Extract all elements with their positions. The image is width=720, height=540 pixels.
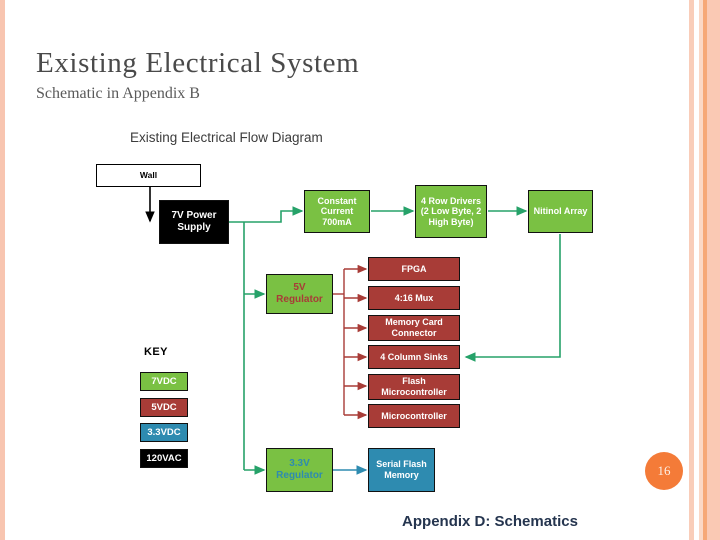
right-edge-stripe-3 [703,0,707,540]
key-title: KEY [144,346,168,358]
node-flash-microcontroller[interactable]: Flash Microcontroller [368,374,460,400]
page-number-badge: 16 [645,452,683,490]
key-item-7vdc: 7VDC [140,372,188,391]
page-subtitle: Schematic in Appendix B [36,84,200,102]
node-serial-flash-memory[interactable]: Serial Flash Memory [368,448,435,492]
node-memory-card-connector[interactable]: Memory Card Connector [368,315,460,341]
node-fpga[interactable]: FPGA [368,257,460,281]
key-item-120vac: 120VAC [140,449,188,468]
node-5v-regulator[interactable]: 5V Regulator [266,274,333,314]
slide-footer: Appendix D: Schematics [402,513,578,530]
key-item-3-3vdc: 3.3VDC [140,423,188,442]
node-4-16-mux[interactable]: 4:16 Mux [368,286,460,310]
electrical-flow-diagram: Existing Electrical Flow Diagram [96,122,616,502]
right-edge-stripe-2 [699,0,703,540]
line-nitinol-to-column-sinks [464,234,561,362]
node-7v-power-supply[interactable]: 7V Power Supply [159,200,229,244]
node-nitinol-array[interactable]: Nitinol Array [528,190,593,233]
line-power-to-constant-current [229,206,304,223]
node-4-column-sinks[interactable]: 4 Column Sinks [368,345,460,369]
diagram-title: Existing Electrical Flow Diagram [130,130,323,145]
node-wall[interactable]: Wall [96,164,201,187]
right-edge-stripe-4 [707,0,720,540]
node-4-row-drivers[interactable]: 4 Row Drivers (2 Low Byte, 2 High Byte) [415,185,487,238]
node-33v-regulator[interactable]: 3.3V Regulator [266,448,333,492]
node-microcontroller[interactable]: Microcontroller [368,404,460,428]
diagram-connectors [145,187,561,475]
left-edge-stripe [0,0,5,540]
node-constant-current[interactable]: Constant Current 700mA [304,190,370,233]
key-item-5vdc: 5VDC [140,398,188,417]
slide-header: Existing Electrical System Schematic in … [36,47,636,103]
right-edge-stripe-1 [689,0,694,540]
page-title: Existing Electrical System [36,47,360,79]
